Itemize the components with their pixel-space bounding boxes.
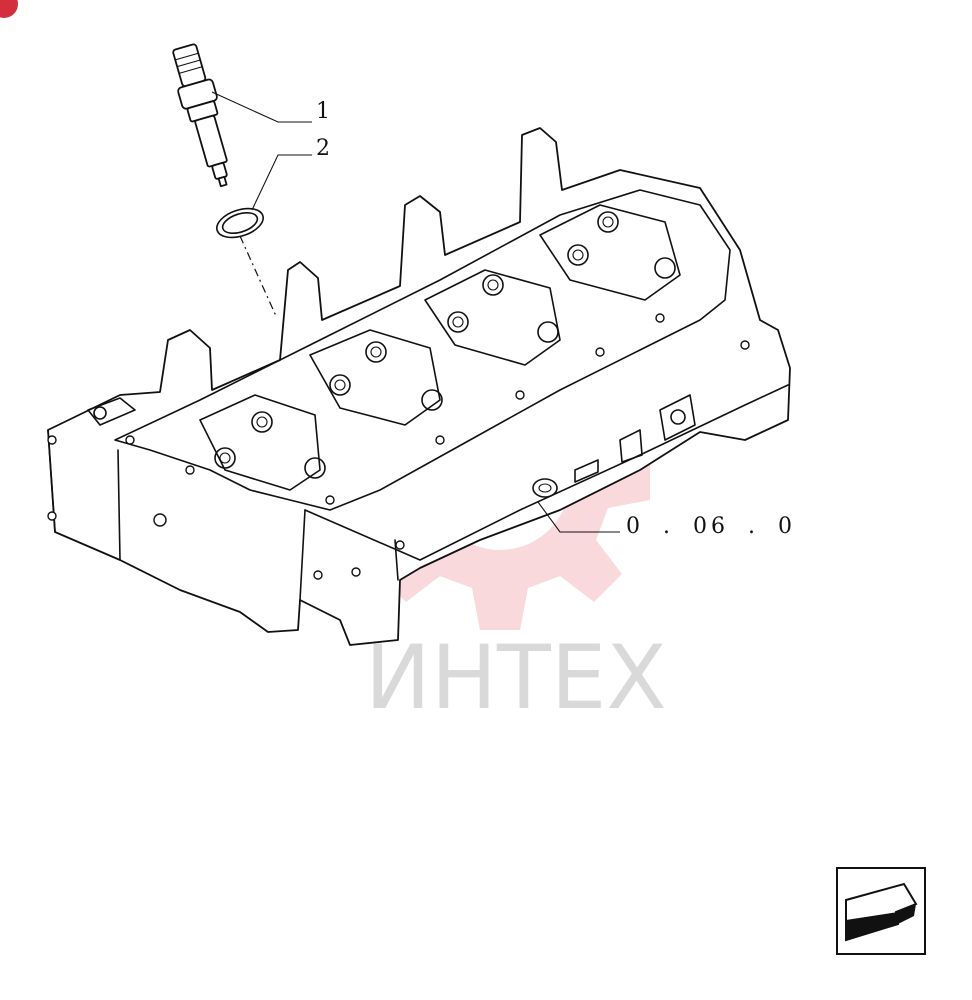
cylinder-head: [47, 127, 791, 646]
corner-badge-icon: [0, 0, 18, 18]
assembly-axis-line: [239, 235, 277, 317]
leader-line-reference: [537, 501, 620, 533]
injector-part: [172, 43, 228, 188]
watermark-text: ИНТЕХ: [365, 626, 667, 729]
o-ring-part: [216, 207, 264, 239]
callout-2: 2: [316, 136, 330, 161]
callout-1: 1: [316, 99, 330, 124]
leader-line-2: [251, 154, 312, 211]
reference-callout: 0 . 06 . 0: [626, 514, 796, 539]
next-page-arrow-icon[interactable]: [836, 867, 926, 955]
leader-line-1: [211, 91, 312, 123]
